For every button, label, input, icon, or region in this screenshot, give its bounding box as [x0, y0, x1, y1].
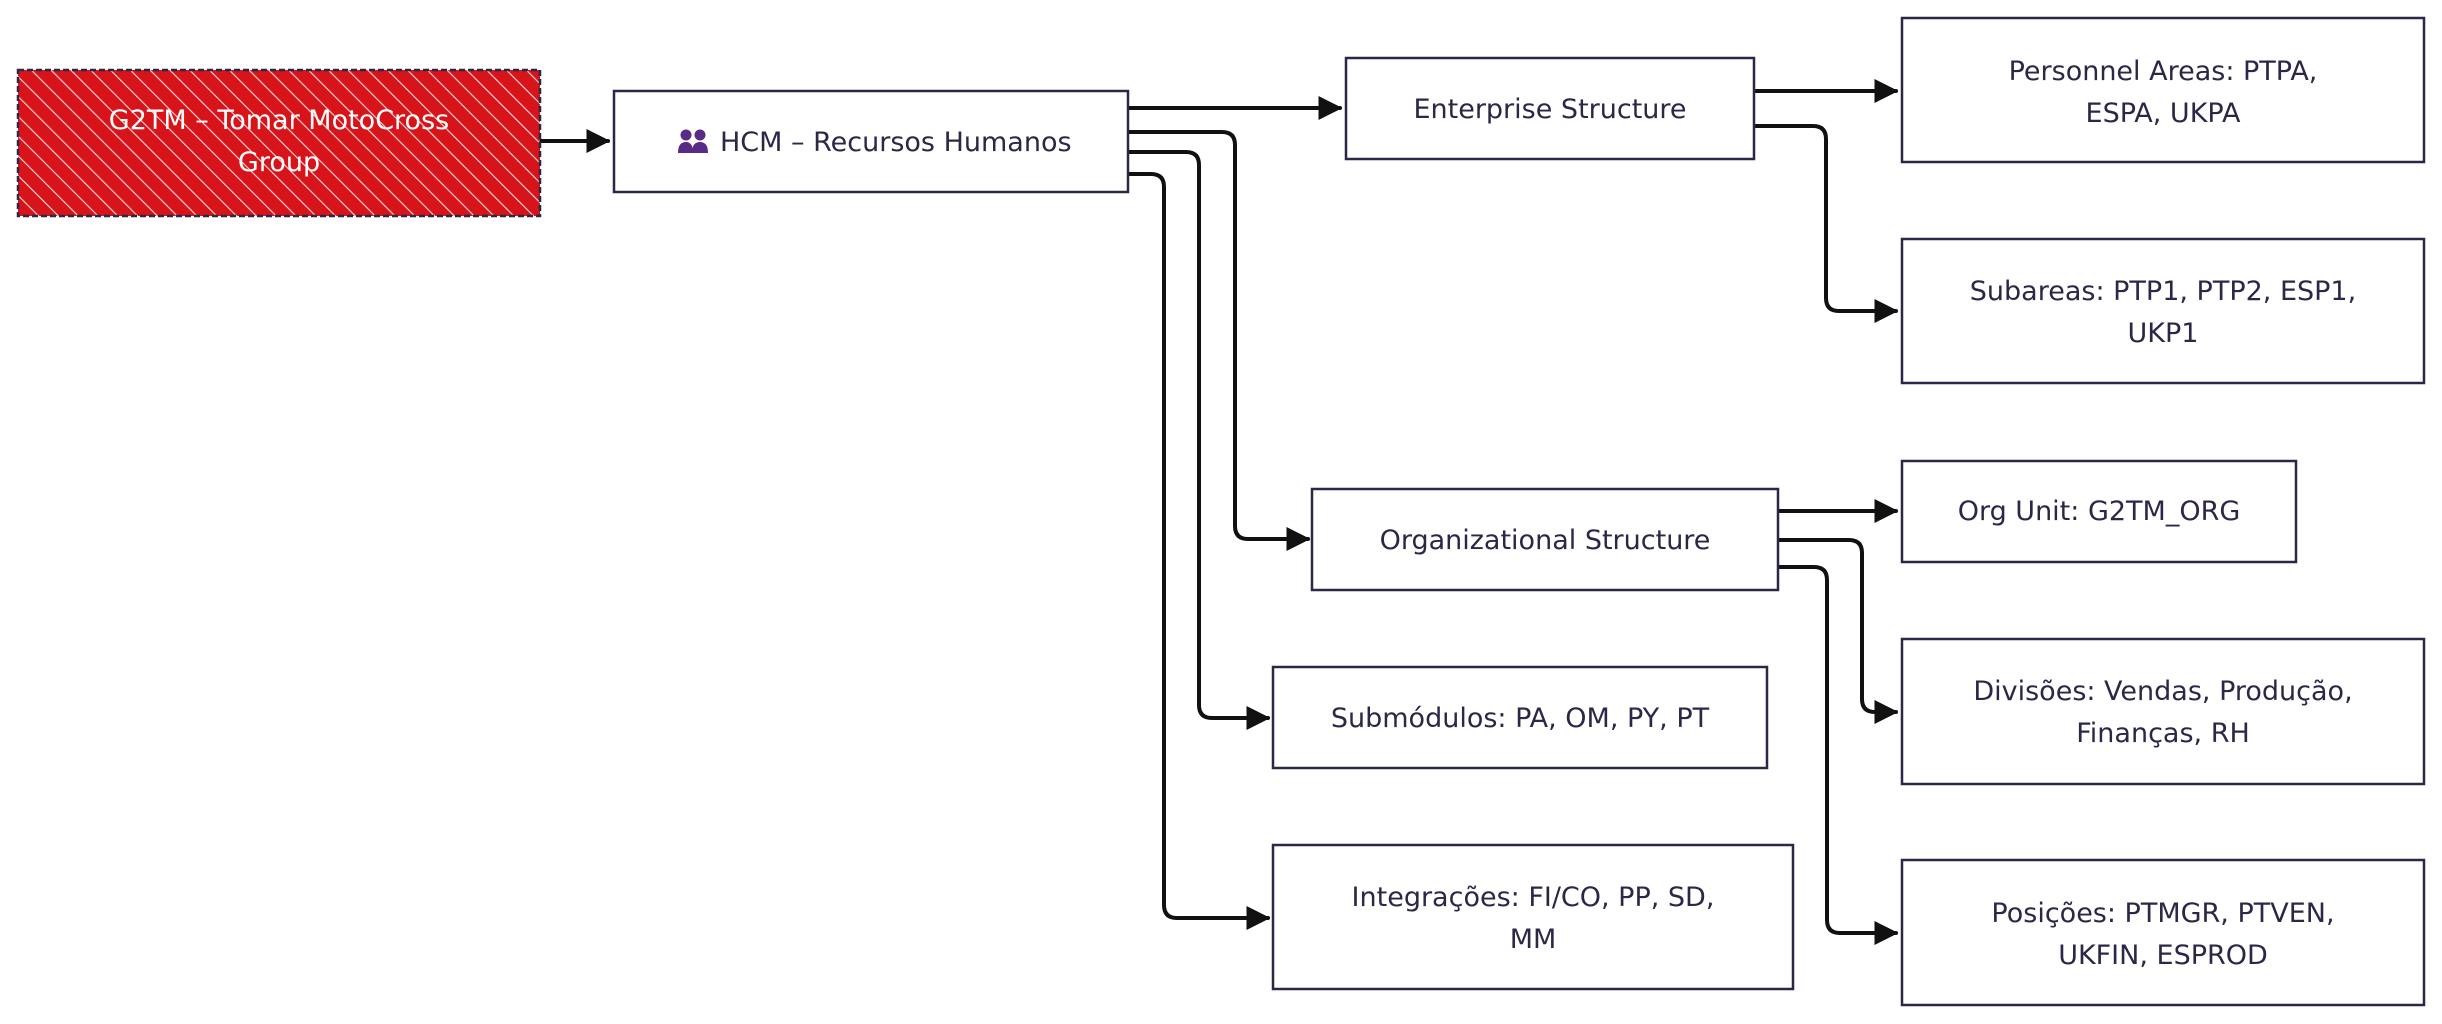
integracoes-label-line-2: MM — [1510, 924, 1557, 955]
integracoes-node[interactable]: Integrações: FI/CO, PP, SD, MM — [1271, 843, 1795, 991]
personnel-areas-box — [1900, 16, 2426, 164]
edge-hcm-to-organizational — [1126, 130, 1311, 551]
edge-organizational-to-posicoes — [1777, 565, 1899, 945]
hcm-node[interactable]: HCM – Recursos Humanos — [612, 89, 1130, 194]
submodulos-box — [1271, 665, 1769, 770]
posicoes-box — [1900, 858, 2426, 1007]
root-box — [16, 68, 542, 218]
edges — [538, 79, 1899, 945]
subareas-node[interactable]: Subareas: PTP1, PTP2, ESP1, UKP1 — [1900, 237, 2426, 385]
personnel-areas-node[interactable]: Personnel Areas: PTPA, ESPA, UKPA — [1900, 16, 2426, 164]
edge-enterprise-to-subareas — [1754, 124, 1899, 323]
org-unit-box — [1900, 459, 2298, 564]
root-label-line-1: G2TM – Tomar MotoCross — [109, 105, 449, 136]
subareas-label-line-2: UKP1 — [2128, 318, 2199, 349]
integracoes-box — [1271, 843, 1795, 991]
subareas-label-line-1: Subareas: PTP1, PTP2, ESP1, — [1970, 276, 2356, 307]
edge-hcm-to-integracoes — [1126, 172, 1271, 930]
personnel-areas-label-line-1: Personnel Areas: PTPA, — [2009, 56, 2318, 87]
organizational-structure-label: Organizational Structure — [1380, 525, 1711, 556]
posicoes-node[interactable]: Posições: PTMGR, PTVEN, UKFIN, ESPROD — [1900, 858, 2426, 1007]
divisoes-node[interactable]: Divisões: Vendas, Produção, Finanças, RH — [1900, 637, 2426, 786]
divisoes-label-line-1: Divisões: Vendas, Produção, — [1973, 676, 2352, 707]
hcm-box — [612, 89, 1130, 194]
root-label-line-2: Group — [238, 147, 320, 178]
divisoes-label-line-2: Finanças, RH — [2076, 718, 2250, 749]
people-icon — [678, 129, 708, 153]
divisoes-box — [1900, 637, 2426, 786]
posicoes-label-line-2: UKFIN, ESPROD — [2058, 940, 2268, 971]
edge-hcm-to-submodulos — [1126, 150, 1271, 730]
enterprise-structure-node[interactable]: Enterprise Structure — [1344, 56, 1756, 161]
organizational-structure-node[interactable]: Organizational Structure — [1310, 487, 1780, 592]
org-unit-node[interactable]: Org Unit: G2TM_ORG — [1900, 459, 2298, 564]
root-node[interactable]: G2TM – Tomar MotoCross Group — [16, 68, 542, 218]
integracoes-label-line-1: Integrações: FI/CO, PP, SD, — [1352, 882, 1715, 913]
hcm-label: HCM – Recursos Humanos — [720, 127, 1072, 158]
enterprise-structure-box — [1344, 56, 1756, 161]
submodulos-node[interactable]: Submódulos: PA, OM, PY, PT — [1271, 665, 1769, 770]
org-unit-label: Org Unit: G2TM_ORG — [1958, 496, 2241, 527]
enterprise-structure-label: Enterprise Structure — [1413, 94, 1686, 125]
subareas-box — [1900, 237, 2426, 385]
personnel-areas-label-line-2: ESPA, UKPA — [2086, 98, 2241, 129]
edge-organizational-to-divisoes — [1777, 538, 1899, 724]
posicoes-label-line-1: Posições: PTMGR, PTVEN, — [1991, 898, 2334, 929]
organizational-structure-box — [1310, 487, 1780, 592]
submodulos-label: Submódulos: PA, OM, PY, PT — [1331, 703, 1710, 734]
